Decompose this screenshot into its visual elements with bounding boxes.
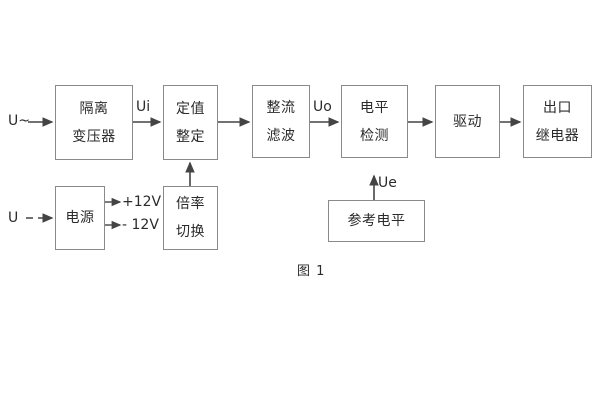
label-supply-negative: - 12V [122, 217, 159, 233]
block-line: 参考电平 [347, 213, 406, 229]
block-line: 出口 [543, 99, 572, 116]
label-input-ac: U~ [8, 113, 30, 129]
block-line: 变压器 [72, 128, 116, 145]
block-line: 整流 [266, 99, 296, 116]
block-line: 整定 [176, 128, 205, 145]
block-level-detect: 电平 检测 [341, 85, 408, 158]
label-signal-uo: Uo [313, 99, 332, 115]
block-rectify-filter: 整流 滤波 [252, 85, 310, 158]
block-line: 驱动 [453, 113, 482, 130]
block-line: 倍率 [176, 196, 205, 212]
block-setting-value: 定值 整定 [163, 85, 218, 160]
figure-caption: 图 1 [297, 264, 326, 279]
block-line: 电平 [360, 99, 389, 116]
block-power-supply: 电源 [55, 186, 105, 250]
block-line: 切换 [176, 224, 205, 240]
block-isolation-transformer: 隔离 变压器 [55, 85, 133, 160]
label-signal-ui: Ui [136, 99, 151, 115]
block-line: 隔离 [79, 100, 109, 117]
block-drive: 驱动 [435, 85, 500, 158]
label-signal-ue: Ue [378, 175, 397, 191]
block-reference-level: 参考电平 [328, 200, 425, 242]
label-input-dc: U [8, 210, 19, 226]
label-supply-positive: +12V [122, 194, 162, 210]
block-line: 定值 [176, 100, 205, 117]
block-line: 继电器 [535, 127, 580, 144]
block-line: 滤波 [266, 127, 296, 144]
block-line: 电源 [65, 210, 95, 226]
block-line: 检测 [360, 127, 389, 144]
block-output-relay: 出口 继电器 [523, 85, 592, 158]
block-multiplier-switch: 倍率 切换 [163, 186, 218, 250]
